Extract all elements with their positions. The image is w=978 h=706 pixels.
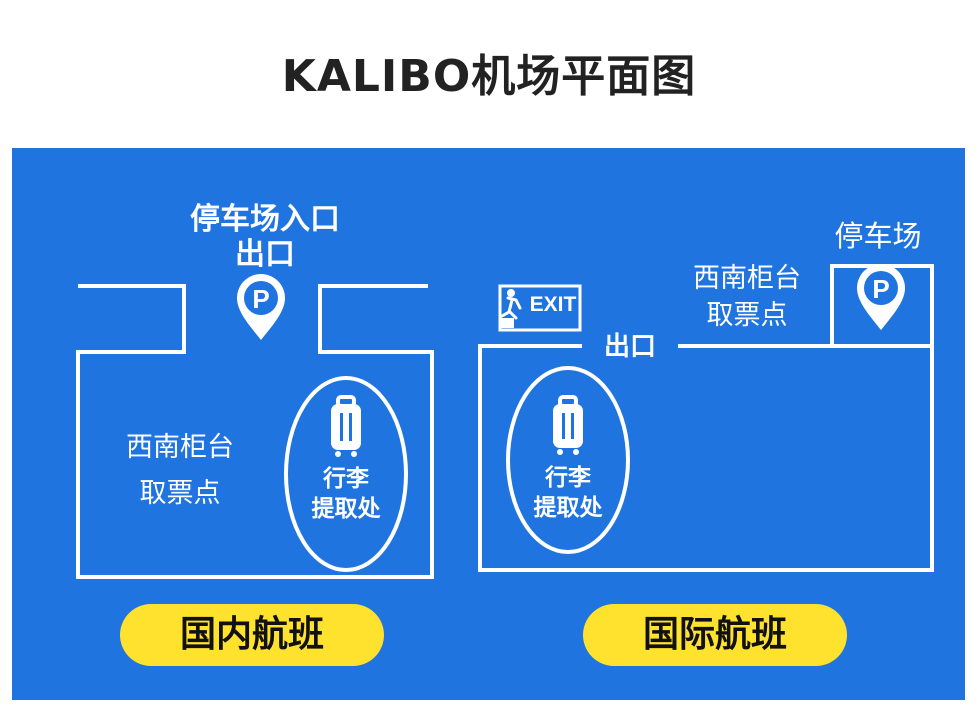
domestic-baggage-claim-label: 提取处 [311,496,381,522]
domestic-ticket-pickup-label: 取票点 [139,478,221,509]
domestic-terminal-outline [76,284,434,579]
international-flights-pill: 国际航班 [583,604,847,666]
svg-text:P: P [872,274,889,304]
domestic-exit-label: 出口 [235,237,295,272]
international-ticket-counter-label: 西南柜台 [693,263,801,294]
domestic-parking-entrance-label: 停车场入口 [190,202,340,237]
domestic-flights-pill: 国内航班 [120,604,384,666]
international-baggage-claim-label: 提取处 [533,495,603,521]
exit-sign-icon: EXIT [498,284,582,332]
international-baggage-label: 行李 [545,465,591,491]
exit-sign-text: EXIT [530,293,577,316]
domestic-ticket-counter-label: 西南柜台 [126,432,234,463]
international-exit-label: 出口 [603,332,656,362]
baggage-claim-area [284,376,408,572]
international-ticket-pickup-label: 取票点 [706,300,788,331]
page-title: KALIBO机场平面图 [281,51,697,102]
domestic-baggage-label: 行李 [323,466,369,492]
luggage-icon [331,395,361,457]
baggage-claim-area [506,366,630,554]
international-parking-label: 停车场 [834,219,922,253]
luggage-icon [553,395,583,455]
parking-icon: P [237,274,285,340]
parking-icon: P [857,264,905,330]
svg-text:P: P [252,284,269,314]
